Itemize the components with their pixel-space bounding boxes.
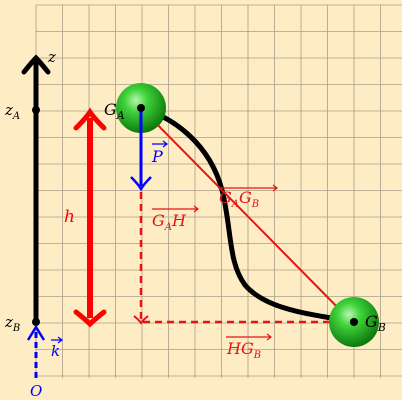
ball-B-label: GB — [365, 312, 386, 334]
P-overline — [152, 140, 168, 148]
GAGB-overline — [218, 184, 278, 192]
zA-tick — [32, 106, 40, 114]
GAH-overline — [152, 205, 199, 213]
zA-label: zA — [4, 101, 20, 122]
height-arrow-bottom — [73, 309, 107, 328]
ball-A-center — [137, 104, 145, 112]
background-grid — [35, 4, 402, 378]
height-arrow-top — [73, 107, 107, 131]
trajectory-curve — [138, 105, 357, 325]
ball-A-label: GA — [104, 100, 125, 122]
vector-HGB-label: HGB — [226, 339, 261, 361]
k-label: k — [51, 342, 60, 360]
HGB-overline — [226, 333, 272, 341]
vector-GAH-label: GAH — [152, 211, 187, 233]
vector-GAH-arrowhead — [133, 315, 149, 325]
vector-GAGB-label: GAGB — [219, 188, 259, 210]
z-axis-label: z — [47, 48, 56, 66]
weight-vector-arrowhead — [130, 176, 152, 192]
zB-tick — [32, 318, 40, 326]
z-axis-arrowhead — [21, 54, 51, 75]
k-overline — [51, 336, 63, 344]
height-label: h — [64, 207, 75, 227]
vector-overlines — [51, 140, 278, 344]
vector-GAGB-line — [140, 107, 351, 321]
ball-B-center — [350, 318, 358, 326]
origin-label: O — [30, 382, 42, 400]
zB-label: zB — [4, 313, 20, 334]
weight-label: P — [151, 147, 163, 166]
k-vector-arrowhead — [26, 324, 46, 341]
